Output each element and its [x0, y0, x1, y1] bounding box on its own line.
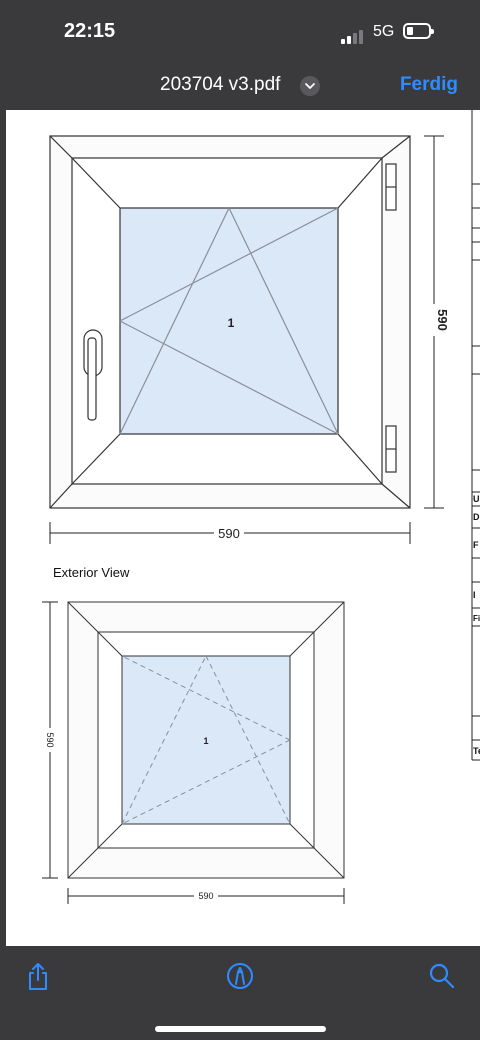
status-time: 22:15 — [64, 20, 116, 42]
interior-width-label: 590 — [218, 526, 240, 541]
side-table-cell-3: F — [473, 540, 479, 550]
battery-icon — [403, 23, 434, 39]
interior-height-dimension — [424, 135, 444, 509]
share-icon[interactable] — [22, 960, 54, 992]
side-table-cell-4: I — [473, 590, 476, 600]
side-table-cell-1: U — [473, 494, 480, 504]
handle-icon — [83, 329, 103, 421]
interior-height-label: 590 — [435, 309, 450, 331]
exterior-height-dimension — [42, 601, 58, 879]
exterior-height-label: 590 — [45, 732, 55, 747]
pdf-page[interactable]: 1 590 590 Exterior View — [6, 110, 480, 946]
done-button[interactable]: Ferdig — [399, 74, 458, 95]
exterior-opening-lines — [121, 655, 291, 825]
side-table-cell-2: D — [473, 512, 480, 522]
document-title[interactable]: 203704 v3.pdf — [160, 74, 281, 95]
interior-opening-lines — [119, 207, 339, 435]
exterior-width-label: 590 — [198, 891, 213, 901]
bottom-toolbar — [0, 946, 480, 1040]
exterior-view-caption: Exterior View — [53, 565, 130, 580]
side-table-cell-6: Te — [473, 746, 480, 756]
status-bar: 22:15 5G — [0, 0, 480, 62]
interior-width-dimension — [49, 522, 411, 544]
exterior-window — [67, 601, 345, 879]
signal-icon — [341, 26, 365, 44]
side-table — [471, 110, 480, 761]
nav-bar: 203704 v3.pdf Ferdig — [0, 62, 480, 110]
network-type: 5G — [373, 23, 395, 40]
exterior-width-dimension — [67, 888, 345, 904]
side-table-cell-5: Fi — [473, 614, 480, 623]
exterior-sash-number: 1 — [203, 736, 208, 746]
home-indicator[interactable] — [155, 1026, 326, 1032]
search-icon[interactable] — [426, 960, 458, 992]
window-drawing: 1 590 590 Exterior View — [42, 110, 480, 904]
interior-sash-number: 1 — [228, 316, 235, 330]
markup-pen-icon[interactable] — [224, 960, 256, 992]
chevron-down-icon[interactable] — [300, 76, 320, 96]
